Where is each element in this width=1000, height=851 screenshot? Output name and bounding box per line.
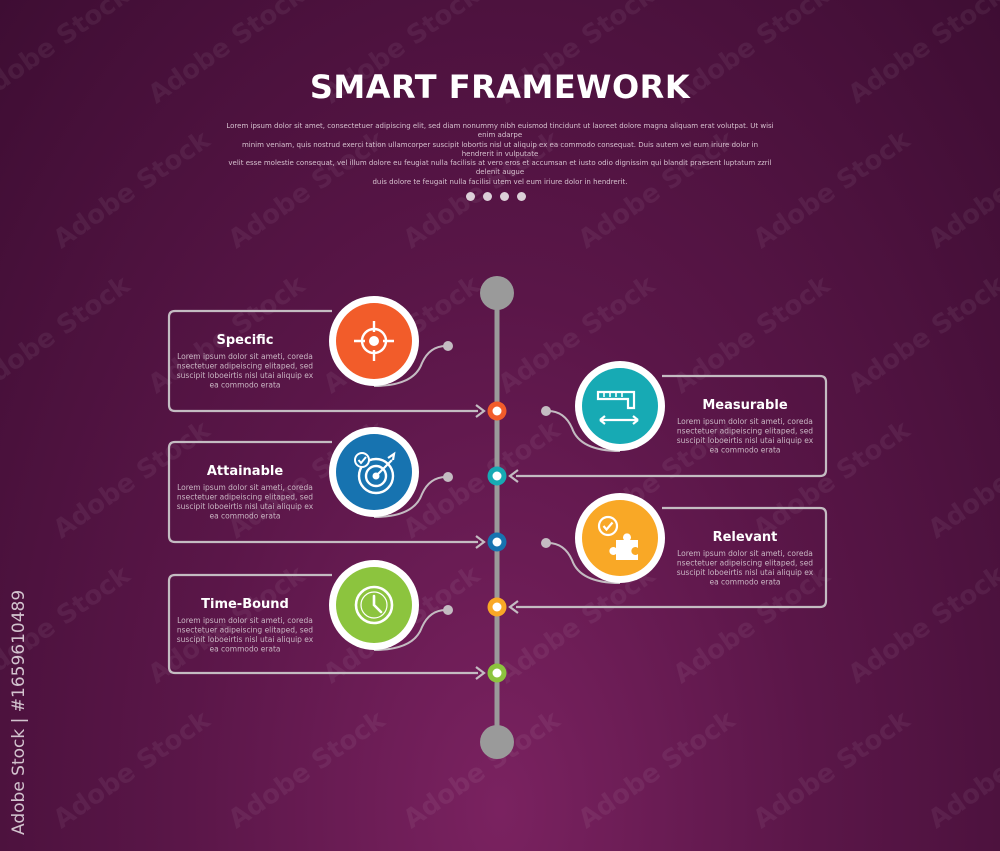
stage-title: Measurable	[702, 398, 787, 413]
stage-description-line: suscipit loboeirtis nisl utai aliquip ex	[177, 635, 314, 644]
stage-title: Specific	[217, 333, 274, 348]
pagination-dots	[466, 188, 536, 201]
stage-description-line: nsectetuer adipeiscing elitaped, sed	[677, 559, 813, 568]
stock-watermark-id: Adobe Stock | #1659610489	[9, 589, 29, 835]
stage-description-line: ea commodo erata	[209, 645, 280, 654]
ruler-measure-icon	[596, 390, 639, 425]
arrow-head	[475, 535, 486, 549]
stage-connector	[516, 374, 828, 478]
timeline-node-center	[492, 471, 502, 481]
stage-description-line: suscipit loboeirtis nisl utai aliquip ex	[177, 502, 314, 511]
arrow-head	[508, 600, 519, 614]
timeline-node-center	[492, 537, 502, 547]
intro-line: velit esse molestie consequat, vel illum…	[228, 159, 772, 177]
intro-line: duis dolore te feugait nulla facilisi ut…	[372, 177, 628, 186]
stage-description-line: suscipit loboeirtis nisl utai aliquip ex	[177, 371, 314, 380]
spine-bottom-cap	[480, 725, 514, 759]
tail-dot	[443, 341, 453, 351]
stage-description-line: nsectetuer adipeiscing elitaped, sed	[177, 493, 313, 502]
stage-description-line: suscipit loboeirtis nisl utai aliquip ex	[677, 436, 814, 445]
stage-title: Attainable	[207, 464, 284, 479]
dot	[466, 192, 475, 201]
clock-icon	[354, 585, 394, 625]
stage-tail	[373, 475, 449, 518]
stage-description-line: Lorem ipsum dolor sit ameti, coreda	[677, 549, 813, 558]
stage-tail	[373, 344, 449, 387]
stage-title: Time-Bound	[201, 597, 289, 612]
stage-tail	[545, 409, 621, 452]
stage-connector	[167, 309, 478, 413]
tail-dot	[443, 472, 453, 482]
intro-line: minim veniam, quis nostrud exerci tation…	[241, 140, 759, 158]
stage-description-line: nsectetuer adipeiscing elitaped, sed	[177, 626, 313, 635]
stage-connector	[167, 440, 478, 544]
page-title: SMART FRAMEWORK	[309, 68, 691, 106]
intro-line: Lorem ipsum dolor sit amet, consectetuer…	[226, 122, 774, 140]
stage-description-line: ea commodo erata	[709, 578, 780, 587]
tail-dot	[541, 406, 551, 416]
timeline-node-center	[492, 668, 502, 678]
stage-tail	[373, 608, 449, 651]
arrow-head	[475, 404, 486, 418]
icon-disc	[336, 434, 412, 510]
icon-disc	[582, 368, 658, 444]
stage-connector	[167, 573, 478, 675]
stage-description-line: Lorem ipsum dolor sit ameti, coreda	[177, 483, 313, 492]
dot	[500, 192, 509, 201]
timeline-node-center	[492, 602, 502, 612]
stage-description-line: Lorem ipsum dolor sit ameti, coreda	[177, 352, 313, 361]
puzzle-check-icon	[597, 515, 638, 560]
intro-paragraph: Lorem ipsum dolor sit amet, consectetuer…	[225, 122, 775, 187]
stage-description-line: Lorem ipsum dolor sit ameti, coreda	[677, 417, 813, 426]
tail-dot	[443, 605, 453, 615]
target-crosshair-icon	[354, 321, 394, 361]
icon-disc	[582, 500, 658, 576]
timeline-node-center	[492, 406, 502, 416]
stage-title: Relevant	[713, 530, 778, 545]
spine-top-cap	[480, 276, 514, 310]
stage-tail	[545, 541, 621, 584]
arrow-head	[508, 469, 519, 483]
stage-description-line: Lorem ipsum dolor sit ameti, coreda	[177, 616, 313, 625]
dot	[517, 192, 526, 201]
stage-description-line: nsectetuer adipeiscing elitaped, sed	[177, 362, 313, 371]
stage-description-line: ea commodo erata	[709, 446, 780, 455]
stage-description-line: ea commodo erata	[209, 512, 280, 521]
stage-description-line: suscipit loboeirtis nisl utai aliquip ex	[677, 568, 814, 577]
dot	[483, 192, 492, 201]
stage-description-line: ea commodo erata	[209, 381, 280, 390]
stage-connector	[516, 506, 828, 609]
tail-dot	[541, 538, 551, 548]
dartboard-check-icon	[354, 451, 396, 495]
arrow-head	[475, 666, 486, 680]
stage-description-line: nsectetuer adipeiscing elitaped, sed	[677, 427, 813, 436]
